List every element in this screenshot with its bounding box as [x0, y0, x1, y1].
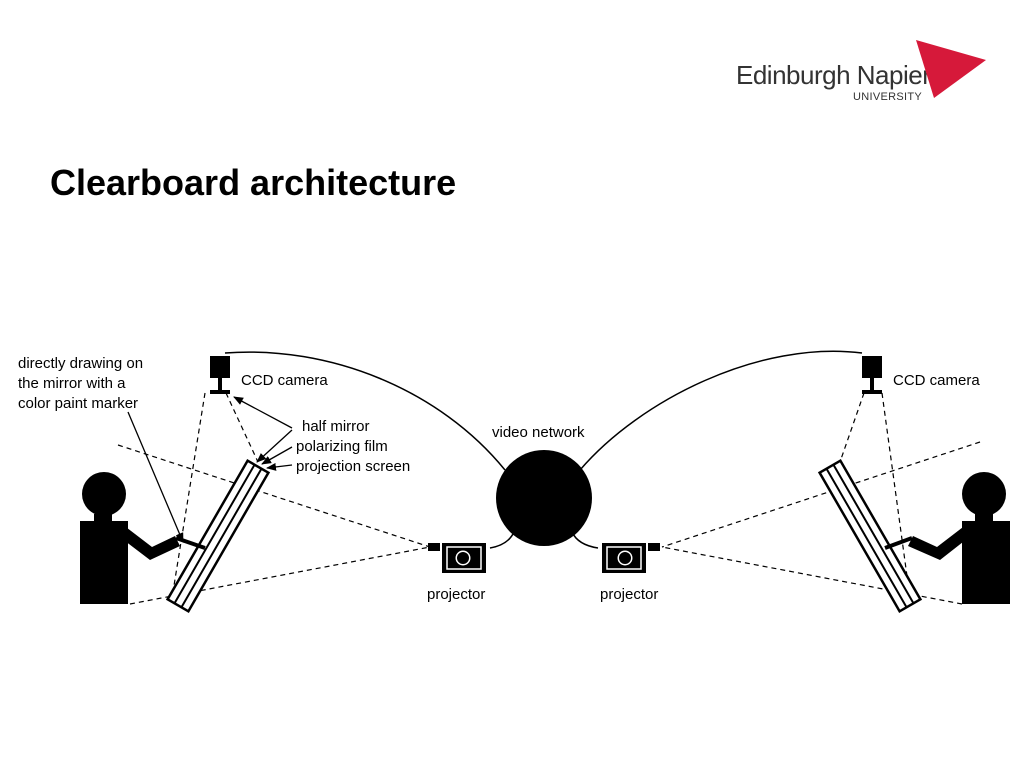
cable-right-projector [571, 531, 599, 549]
cable-left-camera [224, 351, 506, 471]
right-projector-icon [602, 543, 660, 573]
label-projector-right: projector [600, 586, 658, 603]
label-ccd-camera-right: CCD camera [893, 372, 980, 389]
label-projection-screen: projection screen [296, 458, 410, 475]
label-drawing-line-1: directly drawing on [18, 355, 143, 372]
logo-name: Edinburgh Napier [736, 60, 931, 90]
label-drawing-line-3: color paint marker [18, 395, 138, 412]
cable-right-camera [579, 350, 863, 471]
video-network-hub [496, 450, 592, 546]
left-person-icon [80, 472, 206, 604]
right-screen [817, 459, 923, 613]
annotation-arrows [127, 396, 293, 543]
label-ccd-camera-left: CCD camera [241, 372, 328, 389]
label-polarizing-film: polarizing film [296, 438, 388, 455]
logo-flag-icon [916, 40, 986, 98]
slide-title: Clearboard architecture [50, 162, 457, 203]
logo-subtitle: UNIVERSITY [853, 91, 923, 103]
right-projection-lines [661, 392, 981, 605]
right-ccd-camera-icon [862, 356, 882, 394]
university-logo: Edinburgh Napier UNIVERSITY [736, 38, 988, 108]
label-half-mirror: half mirror [302, 418, 370, 435]
clearboard-diagram: directly drawing on the mirror with a co… [18, 350, 1010, 613]
right-person-icon [884, 472, 1010, 604]
left-projector-icon [428, 543, 486, 573]
left-projection-lines [117, 392, 431, 605]
label-projector-left: projector [427, 586, 485, 603]
left-ccd-camera-icon [210, 356, 230, 394]
left-screen [165, 459, 271, 613]
cable-left-projector [489, 531, 515, 549]
label-video-network: video network [492, 424, 585, 441]
label-drawing-line-2: the mirror with a [18, 375, 126, 392]
